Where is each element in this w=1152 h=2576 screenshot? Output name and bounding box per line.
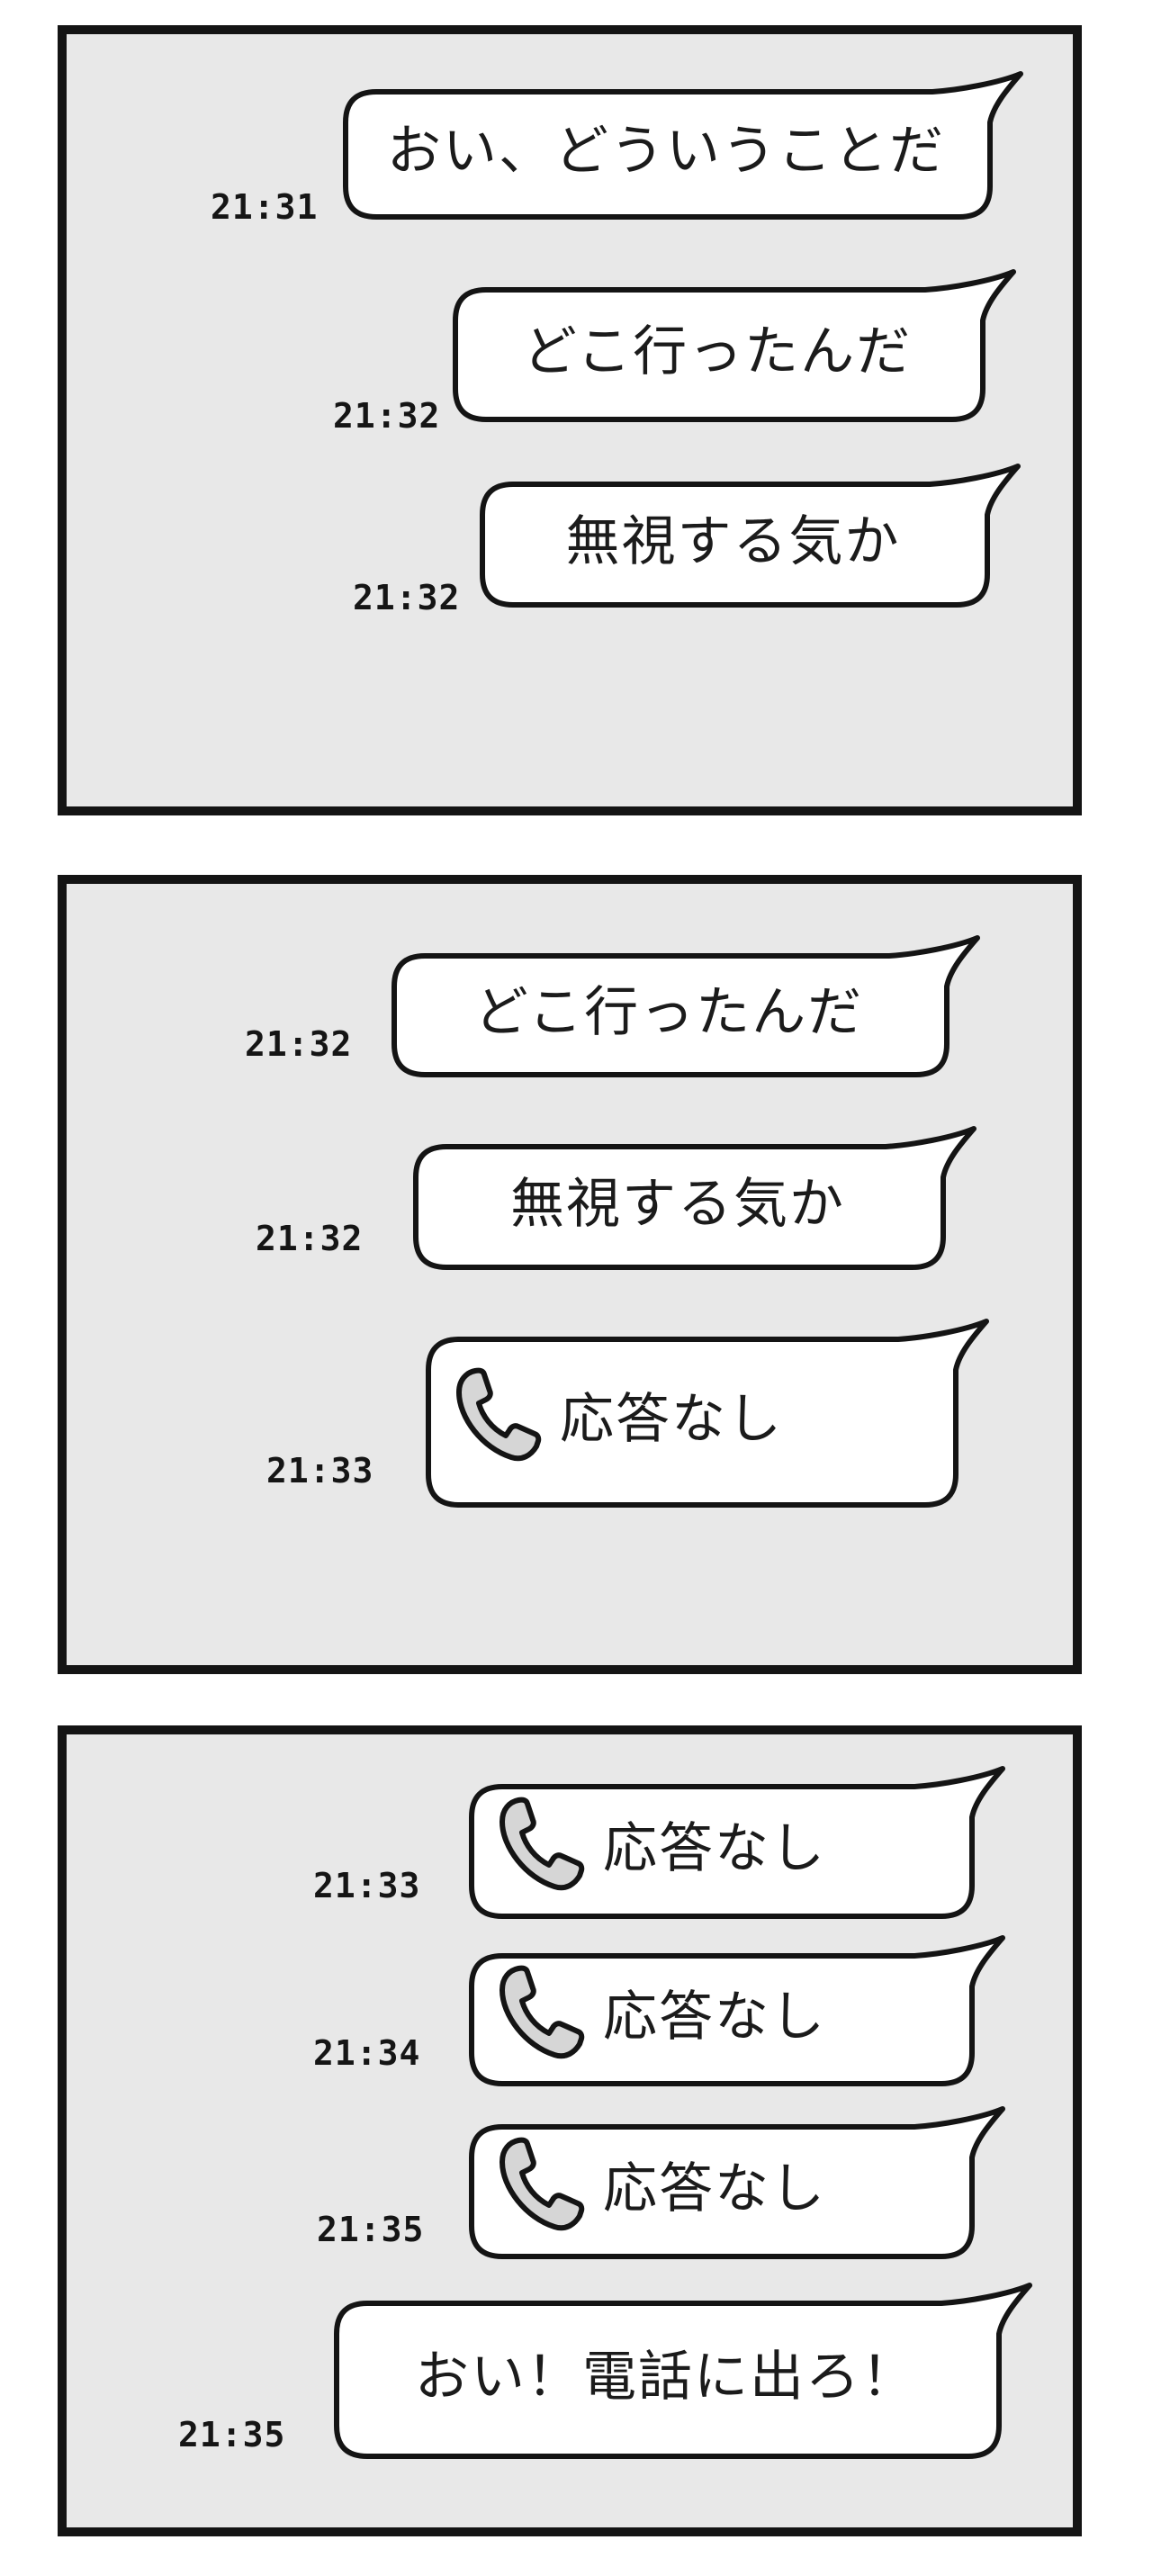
comic-panel-1: おい、どういうことだ 21:31 どこ行ったんだ 21:32 無視する気か 21… xyxy=(58,25,1082,815)
speech-bubble-shape xyxy=(469,2106,1005,2259)
speech-bubble-shape xyxy=(426,1319,989,1508)
message-timestamp: 21:32 xyxy=(245,1024,353,1064)
comic-panel-3: 応答なし 21:33 応答なし 21:34 応答なし 21:35 おい！電話に出… xyxy=(58,1725,1082,2536)
comic-panel-2: どこ行ったんだ 21:32 無視する気か 21:32 応答なし 21:33 xyxy=(58,875,1082,1674)
message-bubble: 応答なし xyxy=(468,1766,1008,1920)
message-text: どこ行ったんだ xyxy=(522,320,913,383)
speech-bubble-shape xyxy=(469,1766,1005,1919)
message-bubble: 応答なし xyxy=(468,1935,1008,2087)
phone-icon xyxy=(500,1797,585,1891)
message-text: おい、どういうことだ xyxy=(387,120,945,183)
phone-icon xyxy=(500,2137,585,2231)
message-bubble: 無視する気か xyxy=(479,464,1023,608)
message-bubble: おい、どういうことだ xyxy=(342,71,1026,221)
message-text: 応答なし xyxy=(603,2157,826,2220)
message-text: 応答なし xyxy=(603,1816,826,1880)
message-bubble: どこ行ったんだ xyxy=(391,935,983,1078)
message-text: 応答なし xyxy=(603,1985,826,2049)
message-timestamp: 21:32 xyxy=(256,1219,364,1258)
message-timestamp: 21:33 xyxy=(266,1451,374,1491)
message-text: 無視する気か xyxy=(565,509,901,573)
message-bubble: おい！電話に出ろ！ xyxy=(333,2283,1035,2460)
message-timestamp: 21:35 xyxy=(317,2210,425,2249)
message-timestamp: 21:32 xyxy=(333,396,441,436)
message-text: どこ行ったんだ xyxy=(473,980,864,1044)
speech-bubble-shape xyxy=(469,1935,1005,2086)
message-timestamp: 21:31 xyxy=(211,187,319,227)
speech-bubble-shape xyxy=(453,269,1016,422)
message-timestamp: 21:32 xyxy=(353,578,461,617)
message-bubble: 応答なし xyxy=(468,2106,1008,2260)
message-bubble: 無視する気か xyxy=(412,1126,979,1271)
message-timestamp: 21:34 xyxy=(313,2033,421,2073)
speech-bubble-shape xyxy=(334,2283,1032,2459)
speech-bubble-shape xyxy=(392,935,980,1077)
phone-icon xyxy=(500,1965,585,2059)
speech-bubble-shape xyxy=(343,71,1023,220)
message-text: おい！電話に出ろ！ xyxy=(415,2345,917,2409)
speech-bubble-shape xyxy=(413,1126,976,1270)
message-bubble: どこ行ったんだ xyxy=(452,269,1019,423)
speech-bubble-shape xyxy=(480,464,1021,608)
phone-icon xyxy=(456,1367,542,1462)
message-timestamp: 21:33 xyxy=(313,1866,421,1905)
message-bubble: 応答なし xyxy=(425,1319,992,1509)
message-timestamp: 21:35 xyxy=(178,2415,286,2454)
message-text: 無視する気か xyxy=(510,1172,845,1236)
message-text: 応答なし xyxy=(560,1387,783,1451)
